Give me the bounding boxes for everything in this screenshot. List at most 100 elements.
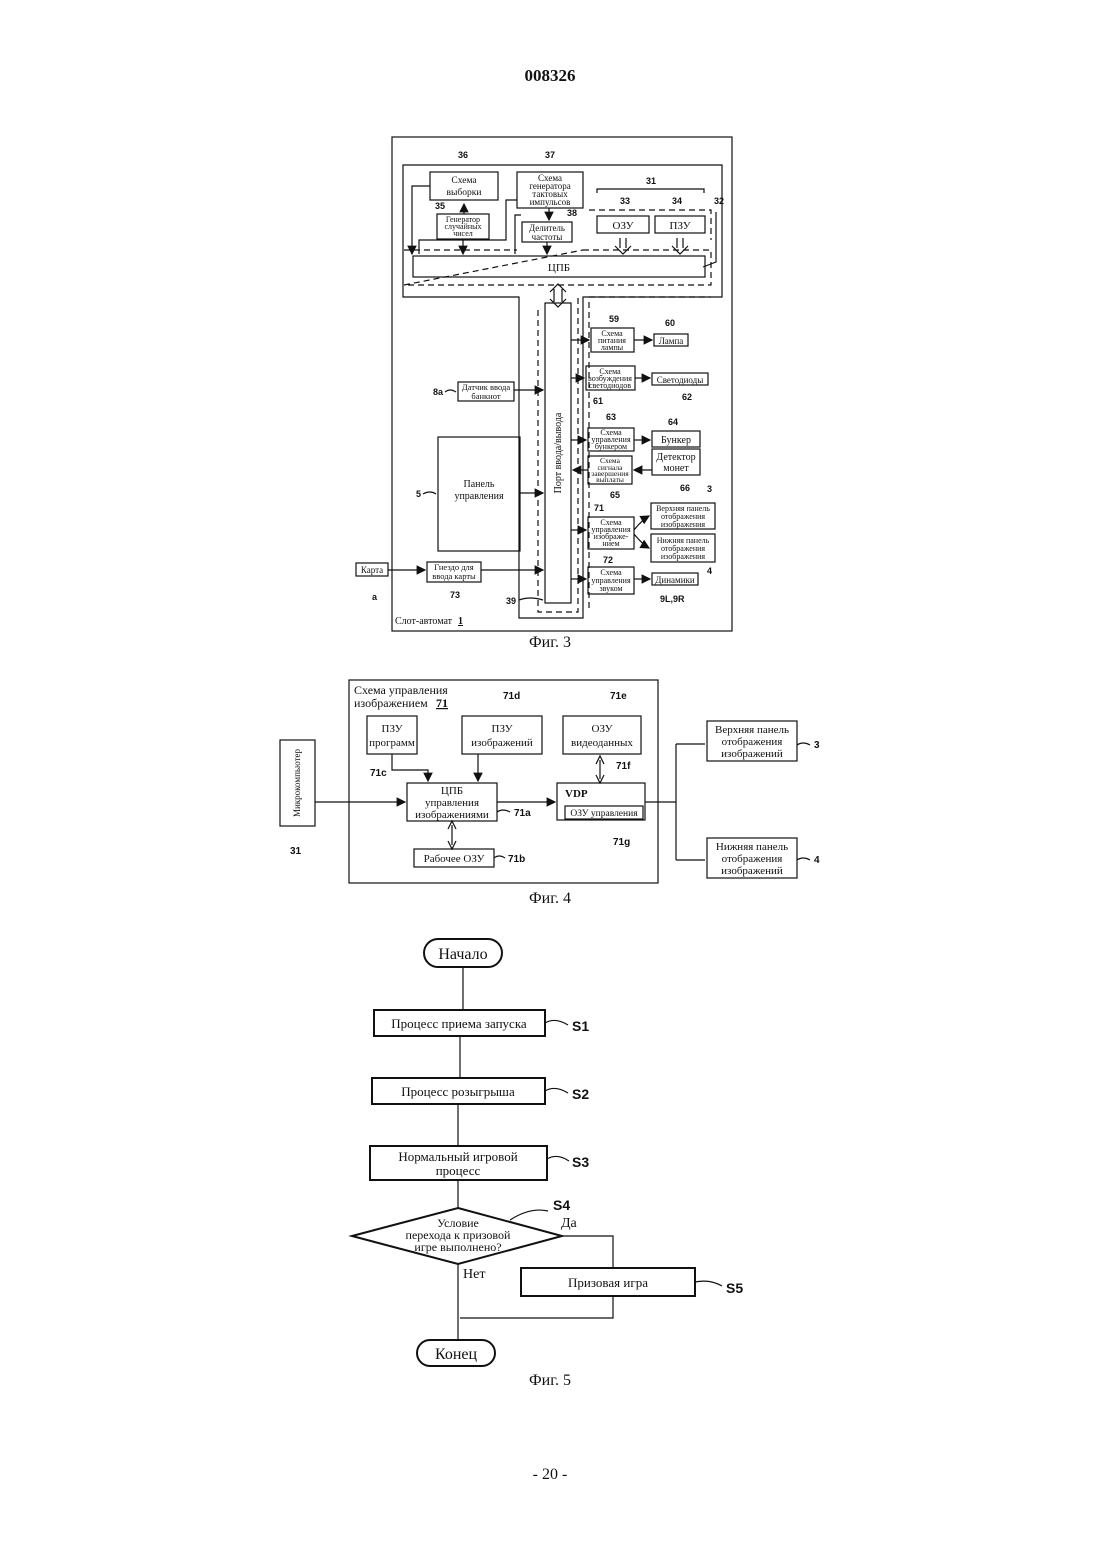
cpu-label: ЦПБ xyxy=(548,262,570,274)
control-panel-l2: управления xyxy=(454,491,504,502)
upper-panel-fig4-l2: отображения xyxy=(722,736,783,748)
clock-generator-label-4: импульсов xyxy=(530,197,571,207)
rom-label: ПЗУ xyxy=(670,220,691,232)
ref-59: 59 xyxy=(609,314,619,324)
flow-s2-label: Процесс розыгрыша xyxy=(401,1084,515,1099)
ref-3-fig4: 3 xyxy=(814,740,820,751)
ref-37: 37 xyxy=(545,150,555,160)
image-cpu-l2: управления xyxy=(425,797,479,809)
coin-detector-l1: Детектор xyxy=(656,452,695,463)
lamp-circuit-l3: лампы xyxy=(601,343,624,352)
vram-vdp-arrow xyxy=(596,756,604,783)
figure-5: Начало Процесс приема запуска Процесс ро… xyxy=(352,939,743,1366)
ref-71d: 71d xyxy=(503,691,520,702)
upper-panel-fig4-l3: изображений xyxy=(721,748,783,760)
lower-panel-fig4-l1: Нижняя панель xyxy=(716,841,788,853)
card-slot-l2: ввода карты xyxy=(432,571,476,581)
bill-sensor-l2: банкнот xyxy=(471,391,500,401)
sound-circuit-l3: звуком xyxy=(599,584,622,593)
ref-71b-leader xyxy=(494,856,505,858)
image-rom-l2: изображений xyxy=(471,737,533,749)
cpu-workram-arrow xyxy=(448,821,456,849)
ram-bus-arrow xyxy=(615,238,631,254)
ref-4-fig4: 4 xyxy=(814,855,820,866)
leds-label: Светодиоды xyxy=(657,375,704,385)
ref-71e: 71e xyxy=(610,691,627,702)
work-ram-label: Рабочее ОЗУ xyxy=(424,853,485,865)
video-ram-l1: ОЗУ xyxy=(592,723,613,735)
hopper-label: Бункер xyxy=(661,435,691,446)
lamp-label: Лампа xyxy=(659,336,684,346)
program-rom-l2: программ xyxy=(369,737,415,749)
fig4-title-l1: Схема управления xyxy=(354,683,448,697)
ref-66: 66 xyxy=(680,483,690,493)
figure-3-caption: Фиг. 3 xyxy=(0,634,1100,652)
ref-39-leader xyxy=(519,598,543,600)
ref-33: 33 xyxy=(620,196,630,206)
ref-73: 73 xyxy=(450,590,460,600)
ref-8a: 8a xyxy=(433,387,444,397)
ref-71c: 71c xyxy=(370,768,387,779)
io-port-label: Порт ввода/вывода xyxy=(553,412,564,493)
figure-3: Схема выборки Схема генератора тактовых … xyxy=(356,137,732,631)
ref-71f: 71f xyxy=(616,761,631,772)
flow-s5-label: Призовая игра xyxy=(568,1275,648,1290)
figure-4-caption: Фиг. 4 xyxy=(0,890,1100,908)
image-to-upper-panel-arrow xyxy=(634,516,649,530)
ref-71: 71 xyxy=(594,503,604,513)
flow-start-label: Начало xyxy=(438,946,487,963)
ref-39: 39 xyxy=(506,596,516,606)
ref-31-fig4: 31 xyxy=(290,846,302,857)
flow-s1-label: Процесс приема запуска xyxy=(391,1016,527,1031)
memory-region-31 xyxy=(589,210,711,240)
image-circuit-l4: нием xyxy=(602,539,619,548)
ref-s3: S3 xyxy=(572,1154,589,1170)
fig4-title-l2: изображением xyxy=(354,696,428,710)
control-panel-l1: Панель xyxy=(463,479,494,490)
ref-35: 35 xyxy=(435,201,445,211)
upper-panel-fig4-l1: Верхняя панель xyxy=(715,724,789,736)
flow-s4-l3: игре выполнено? xyxy=(414,1240,501,1254)
flow-line-yes xyxy=(562,1236,613,1268)
ref-31: 31 xyxy=(646,176,656,186)
flow-no-label: Нет xyxy=(463,1267,485,1282)
microcomputer-label: Микрокомпьютер xyxy=(292,748,302,817)
sampling-to-cpu-line xyxy=(412,186,430,254)
ref-65: 65 xyxy=(610,490,620,500)
ref-36: 36 xyxy=(458,150,468,160)
ref-5-leader xyxy=(423,492,436,494)
image-rom-l1: ПЗУ xyxy=(492,723,513,735)
flow-yes-label: Да xyxy=(561,1216,578,1231)
figure-4: Схема управления изображением 71 ПЗУ про… xyxy=(280,680,820,883)
ref-71g: 71g xyxy=(613,837,630,848)
ref-34: 34 xyxy=(672,196,682,206)
s5-leader xyxy=(695,1281,722,1286)
ref-a: a xyxy=(372,592,378,602)
ref-3: 3 xyxy=(707,484,712,494)
ref-72: 72 xyxy=(603,555,613,565)
flow-line-s5-merge xyxy=(460,1296,613,1318)
coin-detector-l2: монет xyxy=(663,463,689,474)
image-to-lower-panel-arrow xyxy=(634,534,649,548)
speakers-label: Динамики xyxy=(655,575,695,585)
video-ram-l2: видеоданных xyxy=(571,737,633,749)
program-rom-l1: ПЗУ xyxy=(382,723,403,735)
ref-9: 9L,9R xyxy=(660,594,685,604)
ref-32: 32 xyxy=(714,196,724,206)
s2-leader xyxy=(545,1088,568,1093)
ref-3-leader xyxy=(797,743,810,745)
ref-62: 62 xyxy=(682,392,692,402)
rom-bus-arrow xyxy=(672,238,688,254)
ref-4: 4 xyxy=(707,566,712,576)
vdp-to-panels-lines xyxy=(645,744,705,860)
ref-60: 60 xyxy=(665,318,675,328)
divider-label-2: частоты xyxy=(532,232,563,242)
figure-5-caption: Фиг. 5 xyxy=(0,1372,1100,1390)
ref-s1: S1 xyxy=(572,1018,589,1034)
ref-71a-leader xyxy=(497,810,510,812)
ref-61: 61 xyxy=(593,396,603,406)
rng-label-3: чисел xyxy=(453,229,473,238)
bracket-31 xyxy=(597,189,704,193)
ref-s2: S2 xyxy=(572,1086,589,1102)
led-circuit-l3: светодиодов xyxy=(589,381,631,390)
